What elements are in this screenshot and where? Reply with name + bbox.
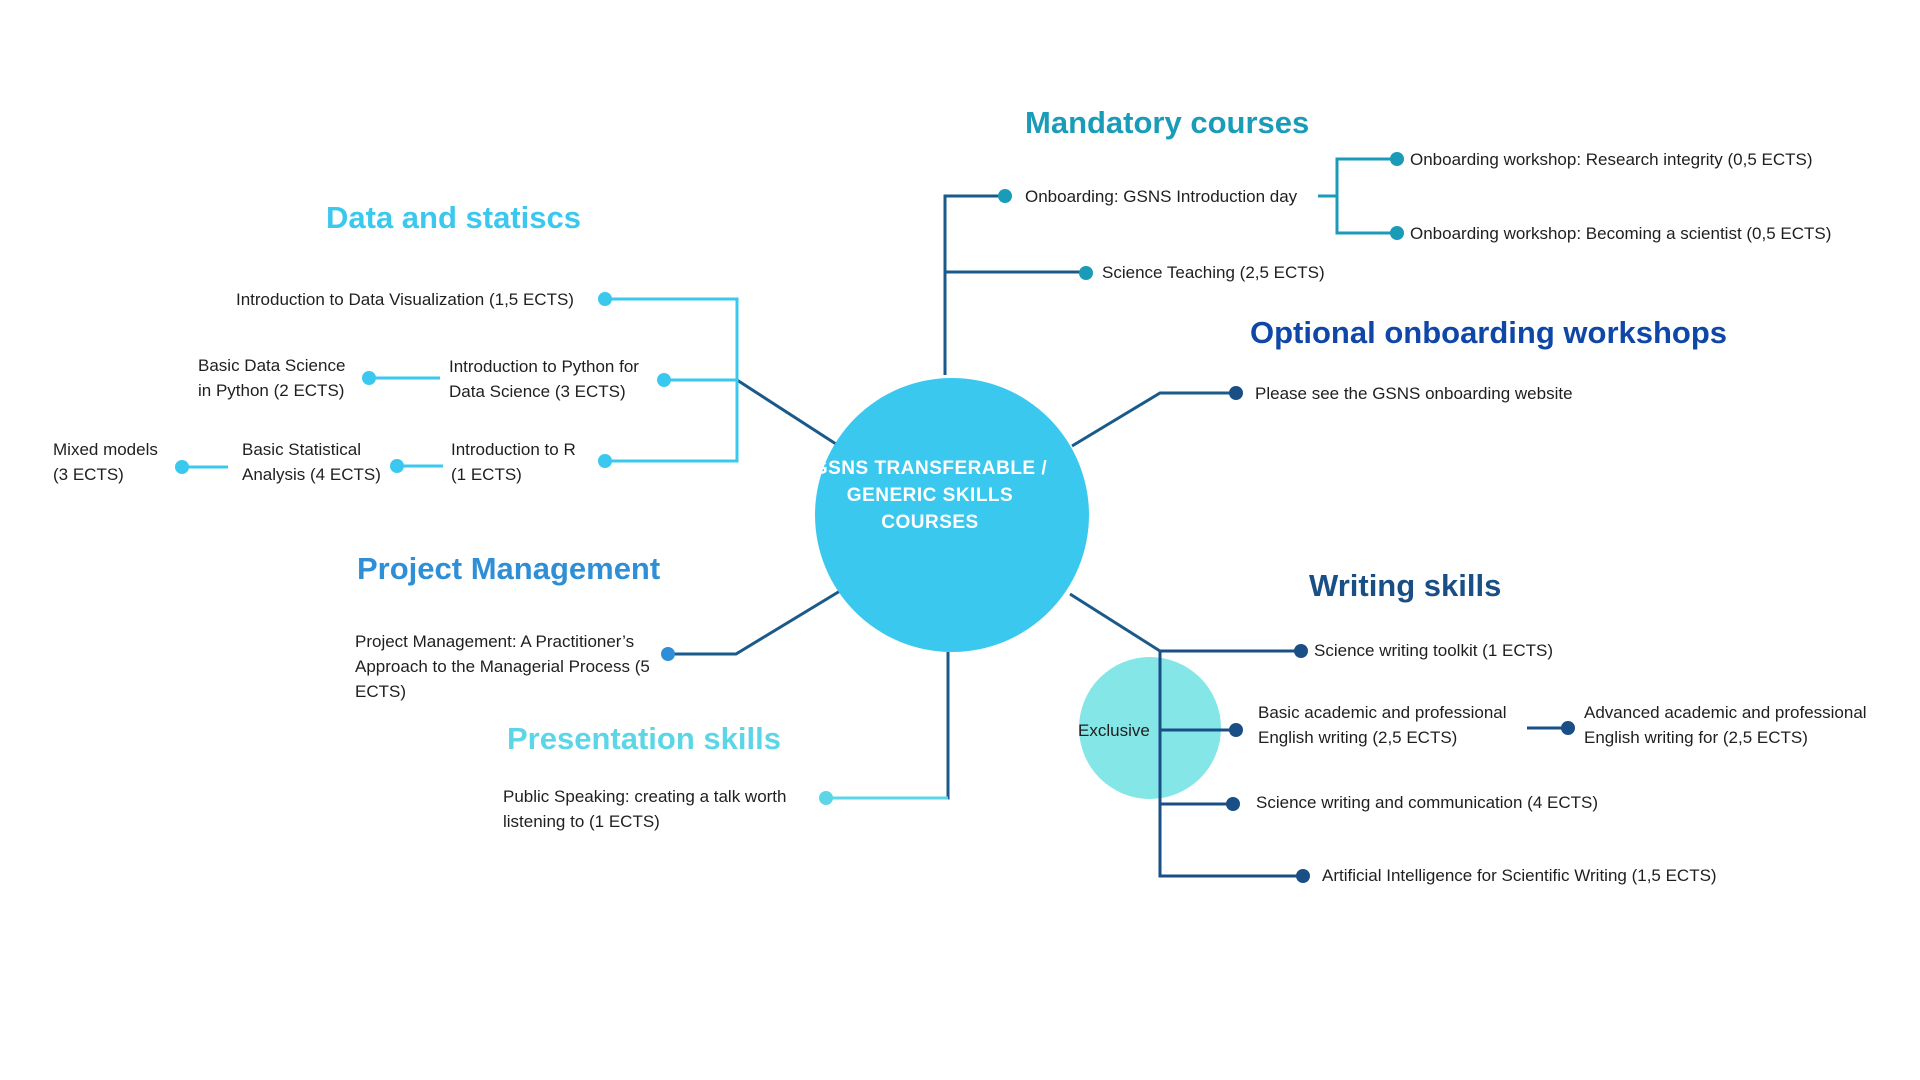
mandatory-dots [998, 152, 1404, 280]
science-teaching-label: Science Teaching (2,5 ECTS) [1102, 263, 1325, 282]
r-intro-dot [598, 454, 612, 468]
center-node [815, 378, 1089, 652]
mixed-models-dot [175, 460, 189, 474]
project-course-label: Project Management: A Practitioner’s App… [355, 632, 650, 701]
science-teaching-dot [1079, 266, 1093, 280]
python-basic-label: Basic Data Science in Python (2 ECTS) [198, 356, 346, 400]
communication-dot [1226, 797, 1240, 811]
basic-english-label: Basic academic and professional English … [1258, 703, 1507, 747]
writing-heading: Writing skills [1309, 568, 1502, 603]
stat-basic-dot [390, 459, 404, 473]
python-intro-dot [657, 373, 671, 387]
basic-english-dot [1229, 723, 1243, 737]
project-line [671, 589, 841, 656]
writing-trunk-line [1158, 651, 1300, 878]
exclusive-highlight [1079, 657, 1221, 799]
data-stats-heading: Data and statiscs [326, 200, 581, 235]
optional-heading: Optional onboarding workshops [1250, 315, 1728, 350]
data-viz-label: Introduction to Data Visualization (1,5 … [236, 290, 574, 309]
research-integrity-dot [1390, 152, 1404, 166]
ai-dot [1296, 869, 1310, 883]
r-intro-label: Introduction to R (1 ECTS) [451, 440, 576, 484]
communication-label: Science writing and communication (4 ECT… [1256, 793, 1599, 812]
stat-basic-label: Basic Statistical Analysis (4 ECTS) [242, 440, 381, 484]
python-basic-dot [362, 371, 376, 385]
ai-label: Artificial Intelligence for Scientific W… [1322, 866, 1717, 885]
mandatory-heading: Mandatory courses [1025, 105, 1310, 140]
data-viz-dot [598, 292, 612, 306]
presentation-course-label: Public Speaking: creating a talk worth l… [503, 787, 787, 831]
optional-website-label: Please see the GSNS onboarding website [1255, 384, 1573, 403]
python-intro-label: Introduction to Python for Data Science … [449, 357, 639, 401]
mandatory-connectors [943, 157, 1393, 375]
presentation-trunk-line [828, 652, 950, 800]
project-dot [661, 647, 675, 661]
toolkit-label: Science writing toolkit (1 ECTS) [1314, 641, 1554, 660]
writing-lines [1158, 649, 1565, 878]
writing-connector [1069, 592, 1161, 653]
presentation-heading: Presentation skills [507, 721, 781, 756]
exclusive-label: Exclusive [1078, 721, 1150, 740]
data-stats-dots [175, 292, 671, 474]
optional-website-dot [1229, 386, 1243, 400]
presentation-dot [819, 791, 833, 805]
advanced-english-dot [1561, 721, 1575, 735]
center-title: GSNS TRANSFERABLE / GENERIC SKILLS COURS… [812, 458, 1048, 533]
data-stats-connector [736, 378, 837, 446]
data-stats-lines [182, 297, 739, 469]
toolkit-dot [1294, 644, 1308, 658]
writing-dots [1226, 644, 1575, 883]
intro-day-label: Onboarding: GSNS Introduction day [1025, 187, 1298, 206]
onboarding-bracket-line [1335, 157, 1389, 235]
advanced-english-label: Advanced academic and professional Engli… [1584, 703, 1867, 747]
optional-line [1071, 391, 1232, 448]
mixed-models-label: Mixed models (3 ECTS) [53, 440, 158, 484]
research-integrity-label: Onboarding workshop: Research integrity … [1410, 150, 1813, 169]
intro-day-dot [998, 189, 1012, 203]
mandatory-trunk-line [943, 194, 1003, 375]
becoming-scientist-label: Onboarding workshop: Becoming a scientis… [1410, 224, 1832, 243]
project-heading: Project Management [357, 551, 661, 586]
becoming-scientist-dot [1390, 226, 1404, 240]
